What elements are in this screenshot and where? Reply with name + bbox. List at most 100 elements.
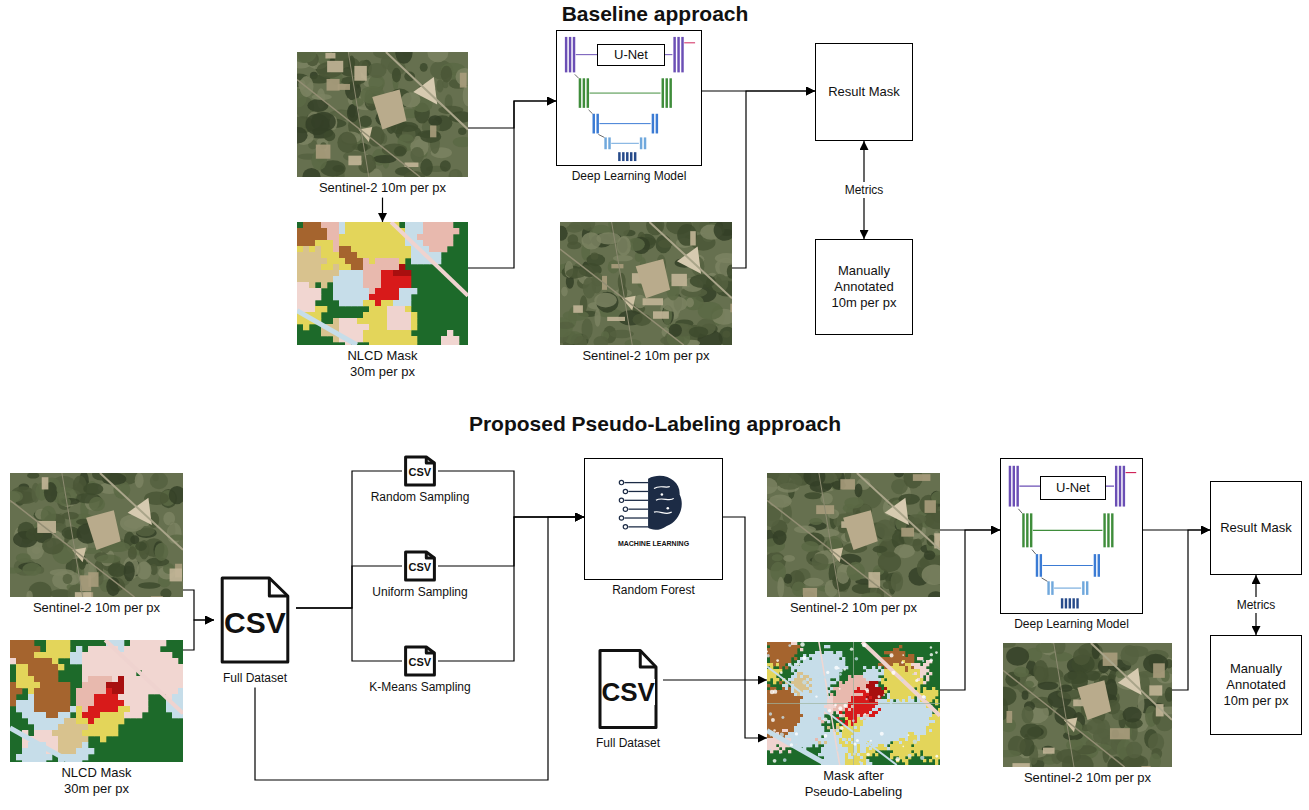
graphic-part <box>58 688 64 694</box>
graphic-part <box>417 222 423 228</box>
graphic-part <box>112 682 118 688</box>
graphic-part <box>767 663 770 666</box>
graphic-part <box>309 264 315 270</box>
graphic-part <box>345 324 351 330</box>
graphic-part <box>351 252 357 258</box>
graphic-part <box>160 670 166 676</box>
graphic-part <box>321 330 327 336</box>
graphic-part <box>908 669 911 672</box>
graphic-part <box>902 669 905 672</box>
graphic-part <box>106 664 112 670</box>
graphic-part <box>138 582 160 589</box>
graphic-part <box>321 228 327 234</box>
graphic-part <box>42 477 49 489</box>
graphic-part <box>357 252 363 258</box>
graphic-part <box>917 675 920 678</box>
graphic-part <box>16 670 22 676</box>
graphic-part <box>106 682 112 688</box>
graphic-part <box>593 336 608 345</box>
graphic-part <box>908 672 911 675</box>
graphic-part <box>22 676 28 682</box>
graphic-part <box>321 276 327 282</box>
graphic-part <box>89 497 105 512</box>
graphic-part <box>34 676 40 682</box>
graphic-part <box>890 657 893 660</box>
graphic-part <box>94 670 100 676</box>
graphic-part <box>303 288 309 294</box>
graphic-part <box>373 52 397 58</box>
graphic-part <box>108 563 127 577</box>
graphic-part <box>363 246 369 252</box>
graphic-part <box>106 730 112 736</box>
graphic-part <box>118 718 124 724</box>
graphic-part <box>435 240 441 246</box>
graphic-part <box>785 642 788 645</box>
graphic-part <box>52 706 58 712</box>
graphic-part <box>339 240 345 246</box>
graphic-part <box>16 664 22 670</box>
graphic-part <box>363 336 369 342</box>
model-frame <box>584 458 723 580</box>
graphic-part <box>406 457 435 485</box>
graphic-part <box>333 246 339 252</box>
graphic-part <box>405 282 411 288</box>
graphic-part <box>297 52 468 177</box>
graphic-part <box>429 246 435 252</box>
graphic-part <box>375 246 381 252</box>
graphic-part <box>776 651 779 654</box>
graphic-part <box>387 294 393 300</box>
graphic-part <box>428 115 442 126</box>
graphic-part <box>399 252 405 258</box>
graphic-part <box>899 654 902 657</box>
graphic-part <box>64 700 70 706</box>
graphic-part <box>893 666 896 669</box>
graphic-part <box>94 682 100 688</box>
graphic-part <box>458 127 466 134</box>
graphic-part <box>76 736 82 742</box>
graphic-part <box>767 651 770 654</box>
graphic-part <box>357 240 363 246</box>
connector <box>1172 530 1210 690</box>
graphic-part <box>64 646 70 652</box>
graphic-part <box>76 712 82 718</box>
graphic-part <box>381 276 387 282</box>
graphic-part <box>800 675 803 678</box>
graphic-part <box>94 664 100 670</box>
graphic-part <box>82 718 88 724</box>
graphic-part <box>100 664 106 670</box>
graphic-part <box>135 473 144 488</box>
graphic-part <box>94 658 100 664</box>
graphic-part <box>809 660 812 663</box>
graphic-part <box>40 694 46 700</box>
graphic-part <box>70 742 76 748</box>
graphic-part <box>88 670 94 676</box>
graphic-part <box>791 669 794 672</box>
graphic-part <box>333 234 339 240</box>
graphic-part <box>375 276 381 282</box>
graphic-part <box>118 670 124 676</box>
graphic-part <box>82 736 88 742</box>
graphic-part <box>854 675 857 678</box>
graphic-part <box>788 660 791 663</box>
graphic-part <box>309 270 315 276</box>
graphic-part <box>94 688 100 694</box>
graphic-part <box>321 264 327 270</box>
graphic-part <box>106 694 112 700</box>
graphic-part <box>430 126 436 138</box>
graphic-part <box>316 145 331 159</box>
graphic-part <box>624 500 648 501</box>
graphic-part <box>405 294 411 300</box>
graphic-part <box>142 700 148 706</box>
graphic-part <box>70 718 76 724</box>
graphic-part <box>405 222 411 228</box>
graphic-part <box>309 258 315 264</box>
graphic-part <box>297 276 303 282</box>
graphic-part <box>154 670 160 676</box>
graphic-part <box>730 304 732 313</box>
graphic-part <box>369 282 375 288</box>
graphic-part <box>100 688 106 694</box>
graphic-part <box>333 240 339 246</box>
graphic-part <box>303 240 309 246</box>
graphic-part <box>878 663 881 666</box>
graphic-part <box>833 657 836 660</box>
